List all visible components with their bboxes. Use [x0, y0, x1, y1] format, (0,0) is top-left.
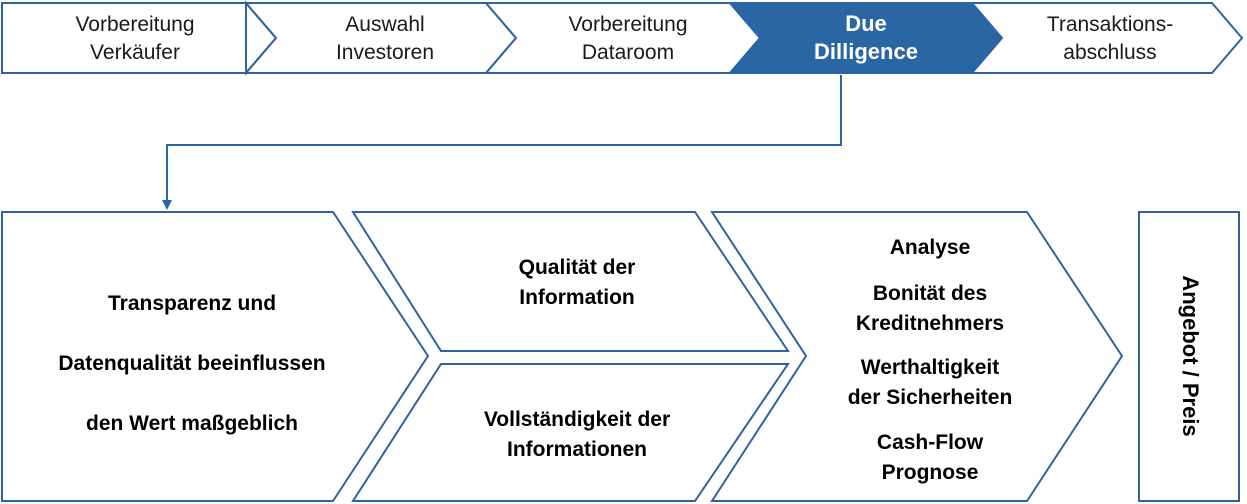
transparency-box-shape	[1, 211, 430, 502]
offer-label: Angebot / Preis	[1178, 275, 1203, 436]
connector-arrow	[162, 75, 842, 210]
analysis-box-shape	[710, 211, 1124, 502]
completeness-box-shape	[351, 363, 790, 502]
process-step-4-line2: Dilligence	[814, 39, 918, 64]
transparency-line-2: Datenqualität beeinflussen	[58, 352, 325, 375]
quality-line-1: Qualität der	[519, 256, 636, 279]
process-step-2[interactable]: Auswahl Investoren	[243, 1, 518, 74]
offer-box: Angebot / Preis	[1138, 211, 1240, 502]
offer-box-shape	[1138, 211, 1240, 502]
process-step-2-line1: Auswahl	[345, 13, 424, 36]
quality-box-shape	[351, 211, 790, 352]
process-step-3-line1: Vorbereitung	[568, 13, 687, 36]
analysis-line-5: der Sicherheiten	[848, 386, 1013, 409]
process-step-4-line1: Due	[845, 11, 887, 36]
analysis-box: Analyse Bonität des Kreditnehmers Wertha…	[710, 211, 1124, 502]
process-step-1-line2: Verkäufer	[90, 41, 180, 64]
process-step-5-line2: abschluss	[1063, 41, 1156, 64]
quality-box: Qualität der Information	[351, 211, 790, 352]
analysis-line-7: Prognose	[882, 461, 979, 484]
process-step-3-line2: Dataroom	[582, 41, 674, 64]
process-step-4-active[interactable]: Due Dilligence	[727, 1, 1004, 74]
transparency-line-3: den Wert maßgeblich	[86, 412, 298, 435]
process-step-1[interactable]: Vorbereitung Verkäufer	[1, 0, 278, 76]
process-step-5-shape	[969, 1, 1244, 74]
analysis-line-1: Analyse	[890, 236, 971, 259]
transparency-line-1: Transparenz und	[108, 292, 276, 315]
analysis-line-4: Werthaltigkeit	[861, 356, 999, 379]
process-step-1-line1: Vorbereitung	[75, 13, 194, 36]
completeness-box: Vollständigkeit der Informationen	[351, 363, 790, 502]
completeness-line-2: Informationen	[507, 438, 647, 461]
completeness-line-1: Vollständigkeit der	[484, 408, 670, 431]
analysis-line-3: Kreditnehmers	[856, 312, 1004, 335]
analysis-line-2: Bonität des	[873, 282, 987, 305]
analysis-line-6: Cash-Flow	[877, 431, 984, 454]
quality-line-2: Information	[519, 286, 635, 309]
transparency-box: Transparenz und Datenqualität beeinfluss…	[1, 211, 430, 502]
process-step-2-line2: Investoren	[336, 41, 434, 64]
process-step-3[interactable]: Vorbereitung Dataroom	[483, 1, 762, 74]
process-step-5-line1: Transaktions-	[1047, 13, 1173, 36]
process-step-5[interactable]: Transaktions- abschluss	[969, 1, 1244, 74]
